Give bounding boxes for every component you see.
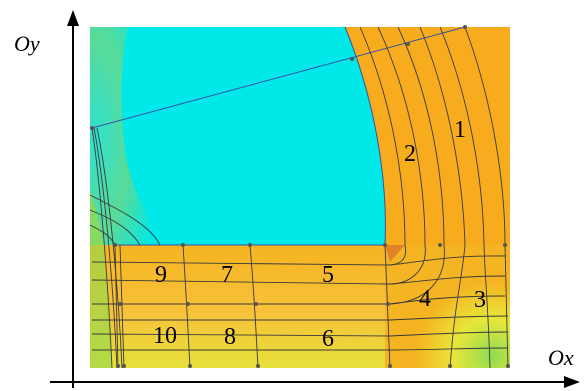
x-axis-arrow (564, 376, 580, 388)
diagonal-edge (91, 26, 466, 129)
region-label-6: 6 (322, 326, 334, 352)
ring-arc-line (439, 26, 485, 246)
ring-arc-line (397, 26, 445, 246)
mesh-node (122, 364, 126, 368)
region-label-4: 4 (419, 286, 431, 312)
left-boundary-line (91, 127, 113, 369)
ring-arc-line (419, 26, 466, 246)
ring-arc-line (359, 26, 406, 246)
mesh-node (448, 364, 452, 368)
left-edge-strip (90, 190, 112, 368)
mesh-node (181, 243, 185, 247)
contour-line (89, 194, 161, 246)
corner-curve (483, 244, 491, 369)
mesh-node (248, 243, 252, 247)
cyan-arc-edge (344, 26, 386, 246)
slab-vertical (119, 244, 125, 369)
y-axis-label: Oy (14, 31, 40, 56)
mesh-node (383, 243, 387, 247)
region-label-7: 7 (221, 262, 233, 288)
mesh-node (186, 302, 190, 306)
region-label-10: 10 (153, 323, 177, 349)
ring-arc-line (464, 26, 506, 246)
region-label-3: 3 (474, 287, 486, 313)
slab-vertical (384, 244, 391, 369)
mesh-nodes (90, 25, 510, 368)
slab-line (92, 347, 509, 351)
corner-curve (449, 244, 466, 369)
mesh-node (386, 302, 390, 306)
corner-curve (389, 244, 407, 266)
mesh-node (506, 364, 510, 368)
mesh-node (116, 364, 120, 368)
mesh-node (118, 302, 122, 306)
mesh-node (438, 243, 442, 247)
mesh-node (188, 364, 192, 368)
region-label-9: 9 (155, 262, 167, 288)
region-label-8: 8 (224, 324, 236, 350)
corner-patch (385, 245, 405, 262)
corner-curve (389, 244, 445, 305)
slab-line (91, 331, 509, 337)
region-label-1: 1 (454, 117, 466, 143)
region-label-2: 2 (404, 141, 416, 167)
slab-line (92, 315, 509, 321)
mesh-node (113, 243, 117, 247)
mesh-node (388, 364, 392, 368)
slab-vertical (182, 244, 191, 369)
mesh-node (406, 42, 410, 46)
mesh-node (254, 302, 258, 306)
orange-ring-region (345, 27, 510, 245)
region-label-5: 5 (322, 262, 334, 288)
mesh-node (503, 243, 507, 247)
slab-vertical (504, 244, 509, 369)
y-axis-arrow (67, 10, 79, 26)
left-boundary-line (93, 127, 118, 369)
contour-line (89, 209, 141, 246)
mesh-node (350, 57, 354, 61)
x-axis-label: Ox (548, 345, 574, 370)
mesh-node (90, 126, 94, 130)
slab-vertical (249, 244, 259, 369)
corner-curve (389, 244, 426, 285)
left-boundary-line (96, 127, 123, 369)
ring-arc-line (377, 26, 426, 246)
mesh-node (256, 364, 260, 368)
mesh-node (463, 25, 467, 29)
contour-line (89, 224, 116, 246)
